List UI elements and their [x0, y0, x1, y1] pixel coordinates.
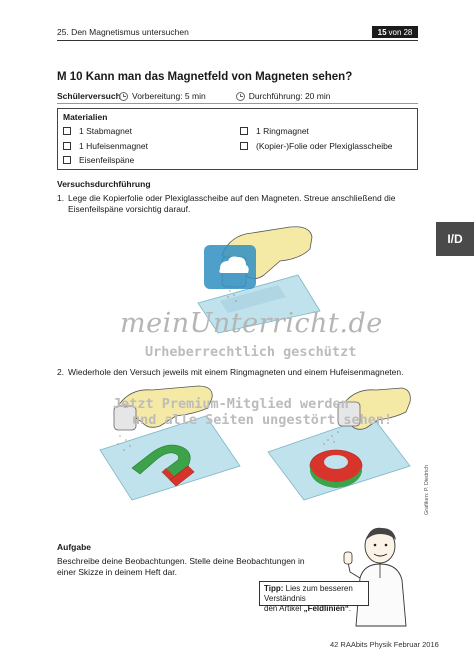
page-separator: von	[388, 27, 402, 37]
ring-magnet-base	[310, 466, 362, 488]
clock-icon	[119, 91, 128, 101]
checkbox-icon	[63, 127, 71, 135]
cloud-icon	[219, 256, 249, 273]
material-item: Eisenfeilspäne	[63, 155, 134, 165]
iron-filings	[323, 431, 339, 445]
step1-line1: Lege die Kopierfolie oder Plexiglasschei…	[68, 193, 396, 203]
meta-row: Schülerversuch Vorbereitung: 5 min Durch…	[57, 91, 330, 101]
clock-icon	[235, 91, 245, 101]
section-tab: I/D	[436, 222, 474, 256]
chapter-title: 25. Den Magnetismus untersuchen	[57, 27, 189, 37]
page-total: 28	[403, 27, 413, 37]
material-label: Eisenfeilspäne	[79, 155, 135, 165]
meta-divider	[57, 103, 418, 104]
procedure-title: Versuchsdurchführung	[57, 179, 151, 189]
bar-magnet-shadow	[220, 285, 286, 313]
watermark-premium: Jetzt Premium-Mitglied werden	[113, 396, 349, 412]
page-current: 15	[377, 27, 387, 37]
shaker-icon	[113, 405, 137, 431]
watermark-copyright: Urheberrechtlich geschützt	[145, 344, 357, 360]
step2-line1: Wiederhole den Versuch jeweils mit einem…	[68, 367, 404, 377]
material-item: 1 Ringmagnet	[240, 126, 309, 136]
task-line2: einer Skizze in deinem Heft dar.	[57, 567, 178, 577]
glass-plate	[99, 415, 241, 501]
illustration-ring-magnet	[267, 387, 411, 501]
material-item: 1 Stabmagnet	[63, 126, 132, 136]
tip-label: Tipp:	[264, 584, 284, 593]
tip-box: Tipp: Lies zum besseren Verständnis den …	[259, 581, 369, 613]
tip-term: „Feldlinien“	[303, 604, 349, 613]
checkbox-icon	[63, 142, 71, 150]
material-label: 1 Ringmagnet	[256, 126, 309, 136]
worksheet-title: M 10 Kann man das Magnetfeld von Magnete…	[57, 71, 353, 83]
tip-text-2: den Artikel	[264, 604, 304, 613]
hand-icon	[117, 385, 213, 428]
graphics-credit: Grafiken: P. Diedrich	[424, 415, 434, 515]
page-indicator: 15 von 28	[372, 26, 418, 38]
watermark-pages: und alle Seiten ungestört sehen!	[132, 412, 393, 428]
materials-box	[57, 108, 418, 170]
horseshoe-magnet-pole-red	[162, 468, 174, 480]
step-number: 2.	[57, 367, 65, 377]
material-label: 1 Stabmagnet	[79, 126, 132, 136]
footer-publication: 42 RAAbits Physik Februar 2016	[330, 640, 439, 649]
material-label: (Kopier-)Folie oder Plexiglasscheibe	[256, 141, 393, 151]
experiment-type: Schülerversuch	[57, 91, 121, 101]
checkbox-icon	[240, 127, 248, 135]
duration-time: Durchführung: 20 min	[248, 91, 331, 101]
illustration-horseshoe-magnet	[99, 385, 241, 501]
checkbox-icon	[63, 156, 71, 164]
checkbox-icon	[240, 142, 248, 150]
preparation-time: Vorbereitung: 5 min	[132, 91, 206, 101]
materials-title: Materialien	[63, 112, 108, 122]
iron-filings	[227, 290, 237, 302]
header-divider	[57, 40, 418, 41]
iron-filings	[117, 435, 131, 451]
task-title: Aufgabe	[57, 542, 91, 552]
step-number: 1.	[57, 193, 65, 203]
horseshoe-magnet-red	[169, 465, 195, 487]
task-line1: Beschreibe deine Beobachtungen. Stelle d…	[57, 556, 305, 566]
ring-magnet-hole	[324, 455, 348, 469]
material-label: 1 Hufeisenmagnet	[79, 141, 148, 151]
material-item: (Kopier-)Folie oder Plexiglasscheibe	[240, 141, 393, 151]
illustration-bar-magnet	[197, 226, 321, 334]
shaker-icon	[337, 401, 361, 427]
character-thumbs-up-icon	[343, 527, 407, 627]
tip-text: Lies zum besseren Verständnis	[264, 584, 353, 603]
step1-line2: Eisenfeilspäne vorsichtig darauf.	[68, 204, 191, 214]
tip-end: .	[348, 604, 352, 613]
graphics-credit-text: Grafiken: P. Diedrich	[424, 464, 430, 515]
material-item: 1 Hufeisenmagnet	[63, 141, 148, 151]
watermark-logo: meinUnterricht.de	[120, 308, 383, 339]
